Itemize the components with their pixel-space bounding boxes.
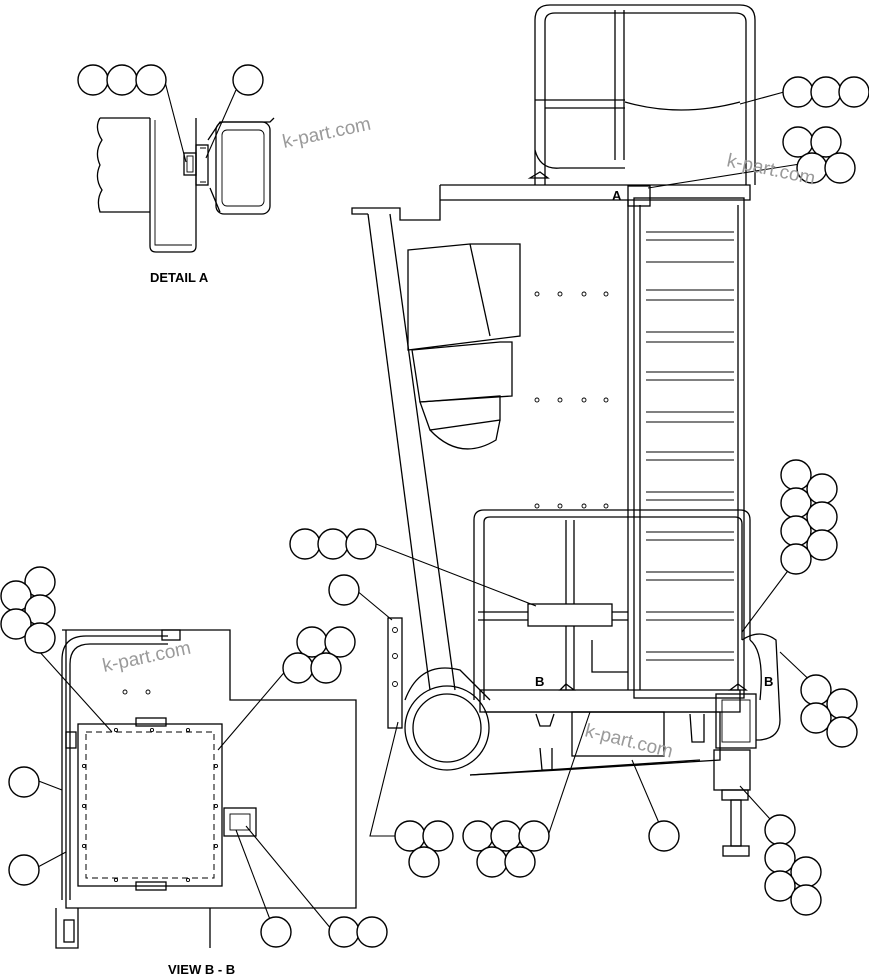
callout-bubble: [8, 854, 40, 886]
callout-bubble: [106, 64, 138, 96]
main-assembly: [351, 4, 781, 857]
callout-group: [232, 64, 264, 96]
callout-bubble: [328, 574, 360, 606]
callout-bubble: [782, 126, 814, 158]
callout-bubble: [518, 820, 550, 852]
callout-group: [462, 820, 550, 878]
callout-bubble: [810, 126, 842, 158]
view-bb-drawing: [55, 629, 357, 949]
callout-bubble: [790, 884, 822, 916]
callout-group: [800, 674, 858, 748]
callout-bubble: [289, 528, 321, 560]
callout-group: [289, 528, 377, 560]
view-bb-label: VIEW B - B: [168, 962, 235, 977]
callout-bubble: [800, 702, 832, 734]
callout-bubble: [282, 652, 314, 684]
callout-group: [648, 820, 680, 852]
callout-bubble: [764, 870, 796, 902]
callout-group: [328, 916, 388, 948]
detail-a-label: DETAIL A: [150, 270, 209, 285]
callout-bubble: [317, 528, 349, 560]
callout-group: [764, 814, 822, 916]
marker-b-left: B: [535, 674, 544, 689]
marker-a: A: [612, 188, 622, 203]
callout-bubble: [764, 842, 796, 874]
callout-bubble: [324, 626, 356, 658]
callout-bubble: [780, 543, 812, 575]
callout-group: [8, 766, 40, 798]
callout-bubble: [345, 528, 377, 560]
callout-bubble: [422, 820, 454, 852]
detail-a-drawing: [96, 117, 275, 253]
callout-bubble: [800, 674, 832, 706]
callout-bubble: [790, 856, 822, 888]
callout-group: [780, 459, 838, 575]
callout-bubble: [408, 846, 440, 878]
callout-bubble: [648, 820, 680, 852]
callout-bubble: [780, 459, 812, 491]
callout-bubble: [24, 622, 56, 654]
callout-group: [782, 76, 869, 108]
callout-bubble: [782, 76, 814, 108]
callout-bubble: [780, 515, 812, 547]
callout-bubble: [328, 916, 360, 948]
callout-bubble: [260, 916, 292, 948]
callout-bubble: [8, 766, 40, 798]
callout-group: [8, 854, 40, 886]
callout-bubble: [476, 846, 508, 878]
callout-bubble: [504, 846, 536, 878]
marker-b-right: B: [764, 674, 773, 689]
callout-bubble: [394, 820, 426, 852]
callout-bubble: [232, 64, 264, 96]
callout-group: [282, 626, 356, 684]
callout-bubble: [462, 820, 494, 852]
callout-bubble: [356, 916, 388, 948]
callout-bubble: [77, 64, 109, 96]
callout-group: [394, 820, 454, 878]
callout-bubble: [310, 652, 342, 684]
callout-bubble: [764, 814, 796, 846]
callout-group: [782, 126, 856, 184]
callout-bubble: [826, 716, 858, 748]
callout-bubble: [810, 76, 842, 108]
callout-bubble: [135, 64, 167, 96]
leader-lines: [35, 77, 819, 931]
callout-bubble: [806, 473, 838, 505]
callout-bubble: [490, 820, 522, 852]
callout-group: [328, 574, 360, 606]
callout-bubble: [826, 688, 858, 720]
watermark-text: k-part.com: [281, 114, 373, 153]
callout-group: [260, 916, 292, 948]
callout-bubble: [806, 501, 838, 533]
callout-bubble: [824, 152, 856, 184]
callout-bubble: [0, 608, 32, 640]
callout-bubble: [780, 487, 812, 519]
callout-bubble: [806, 529, 838, 561]
callout-bubble: [838, 76, 869, 108]
callout-group: [77, 64, 167, 96]
callout-group: [0, 566, 56, 654]
callout-bubble: [296, 626, 328, 658]
